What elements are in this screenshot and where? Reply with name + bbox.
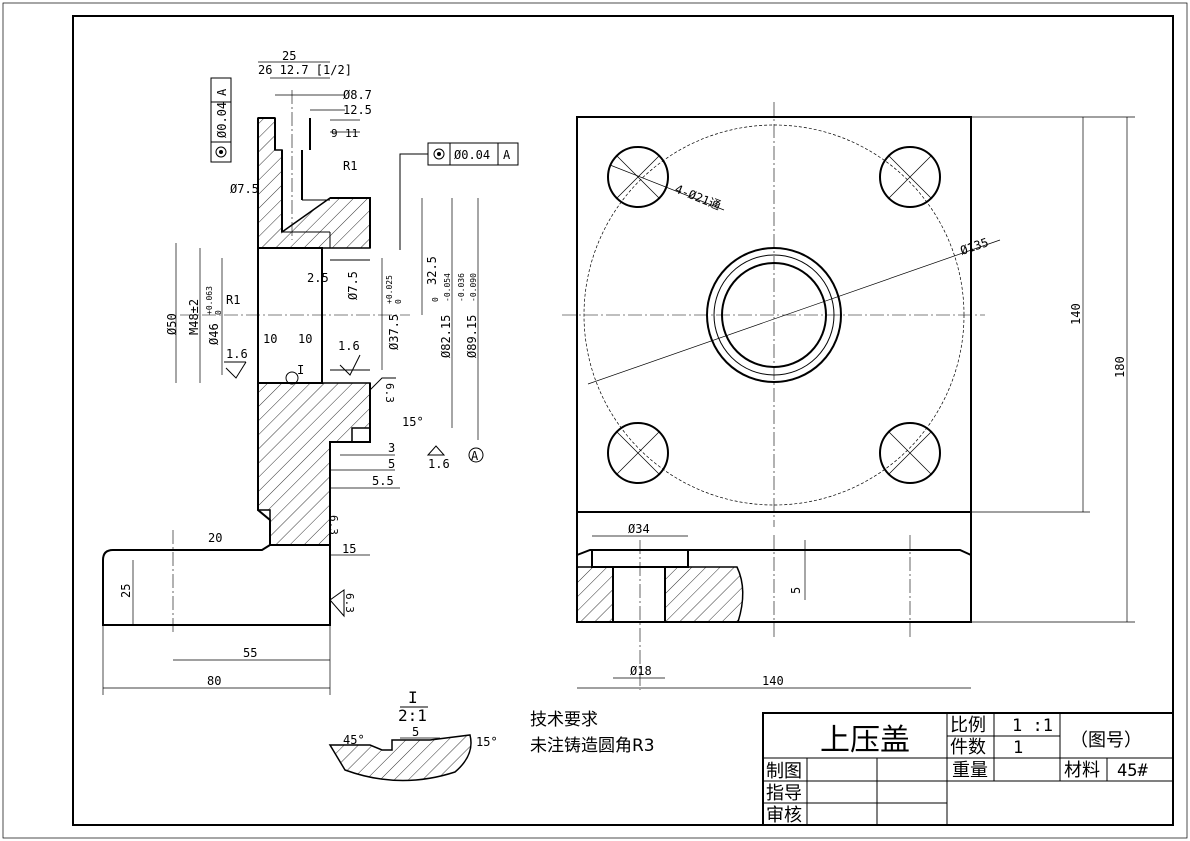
dim-d82-15: Ø82.15 (439, 315, 453, 358)
svg-text:A: A (215, 88, 229, 96)
section-outline (257, 117, 371, 546)
detail-scale: 2:1 (398, 706, 427, 725)
dim-5-5: 5.5 (372, 474, 394, 488)
dim-d37-5: Ø37.5 (387, 314, 401, 350)
svg-text:A: A (503, 148, 511, 162)
dim-d89-tol: -0.090 (469, 273, 478, 302)
bolt-hole-bl (607, 422, 669, 484)
dim-d34: Ø34 (628, 522, 650, 536)
bottom-view: Ø34 Ø18 140 5 (576, 511, 972, 690)
dim-d37-tol: +0.025 (385, 275, 394, 304)
rough-1-6-right: 1.6 (338, 339, 360, 353)
review-label: 审核 (766, 805, 802, 826)
dim-5-bottom: 5 (789, 587, 803, 594)
dim-5: 5 (388, 457, 395, 471)
dim-h180: 180 (1113, 356, 1127, 378)
title-block: 上压盖 比例 1 :1 件数 1 （图号） 重量 材料 45# 制图 指导 审核 (762, 712, 1174, 826)
dim-w140: 140 (762, 674, 784, 688)
dim-d37-low: 0 (394, 299, 403, 304)
tolerance-frame-vertical: Ø0.04 A (210, 77, 232, 163)
rough-1-6-left: 1.6 (226, 347, 248, 361)
rough-6-3-c: 6.3 (343, 593, 356, 613)
dim-d89-up: -0.036 (457, 273, 466, 302)
dim-15: 15 (342, 542, 356, 556)
dim-55: 55 (243, 646, 257, 660)
dim-d7-5-center: Ø7.5 (346, 271, 360, 300)
dim-m48: M48±2 (187, 299, 201, 335)
dim-d18: Ø18 (630, 664, 652, 678)
dim-d9: 9 (331, 127, 338, 140)
dim-d46: Ø46 (207, 323, 221, 345)
flange-base (102, 544, 331, 626)
dim-d25: 25 (282, 49, 296, 63)
dim-d8-7: Ø8.7 (343, 88, 372, 102)
dim-d89-15: Ø89.15 (465, 315, 479, 358)
plan-view: 4-Ø21通 Ø135 140 180 (562, 102, 1135, 623)
dim-20: 20 (208, 531, 222, 545)
dim-holes: 4-Ø21通 (673, 182, 723, 213)
qty-label: 件数 (950, 737, 986, 758)
svg-text:Ø0.04: Ø0.04 (454, 148, 490, 162)
tech-req-title: 技术要求 (530, 710, 598, 730)
dim-d46-low: 0 (214, 310, 223, 315)
dim-10-right: 10 (298, 332, 312, 346)
dim-angle-15: 15° (402, 415, 424, 429)
dim-d7-5-side: Ø7.5 (230, 182, 259, 196)
tech-req-note: 未注铸造圆角R3 (530, 736, 655, 756)
dim-25: 25 (119, 584, 133, 598)
guide-label: 指导 (766, 783, 802, 804)
detail-mark-label: I (297, 363, 304, 377)
detail-dim-5: 5 (412, 725, 419, 739)
scale-label: 比例 (950, 715, 986, 736)
dim-d11: 11 (345, 127, 358, 140)
dim-d82-up: 0 (431, 297, 440, 302)
dim-d50: Ø50 (165, 313, 179, 335)
dim-2-5: 2.5 (307, 271, 329, 285)
qty-value: 1 (1013, 738, 1023, 758)
dim-32-5: 32.5 (425, 256, 439, 285)
rough-1-6-bottom: 1.6 (428, 457, 450, 471)
detail-angle-45: 45° (343, 733, 365, 747)
section-view: I 25 26 12.7 [ (102, 49, 519, 695)
detail-view-i: I 2:1 5 45° 15° (328, 688, 498, 782)
drawn-label: 制图 (766, 761, 802, 782)
dim-thread-top: 26 12.7 [1/2] (258, 63, 352, 77)
dim-d82-tol: -0.054 (443, 273, 452, 302)
dim-10-left: 10 (263, 332, 277, 346)
bolt-hole-br (879, 422, 941, 484)
bolt-hole-tl (607, 146, 669, 208)
material-label: 材料 (1064, 760, 1100, 781)
drawing-number: （图号） (1070, 730, 1142, 751)
dim-h140: 140 (1069, 303, 1083, 325)
detail-angle-15: 15° (476, 735, 498, 749)
dim-d12-5: 12.5 (343, 103, 372, 117)
dim-3: 3 (388, 441, 395, 455)
dim-r1-bore: R1 (226, 293, 240, 307)
weight-label: 重量 (952, 760, 988, 781)
detail-label: I (408, 688, 418, 707)
datum-a: A (471, 449, 479, 463)
section-hatch-lower (257, 382, 371, 546)
material-value: 45# (1117, 761, 1148, 781)
dim-80: 80 (207, 674, 221, 688)
rough-6-3-b: 6.3 (327, 515, 340, 535)
part-title: 上压盖 (820, 723, 910, 758)
sheet-inner-border (72, 15, 1174, 826)
tolerance-frame-horizontal: Ø0.04 A (399, 142, 519, 250)
dim-d135: Ø135 (958, 235, 990, 258)
rough-6-3-a: 6.3 (383, 383, 396, 403)
bolt-hole-tr (879, 146, 941, 208)
svg-text:Ø0.04: Ø0.04 (215, 102, 229, 138)
scale-value: 1 :1 (1012, 716, 1053, 736)
dim-r1-top: R1 (343, 159, 357, 173)
dim-d46-tol: +0.063 (205, 286, 214, 315)
